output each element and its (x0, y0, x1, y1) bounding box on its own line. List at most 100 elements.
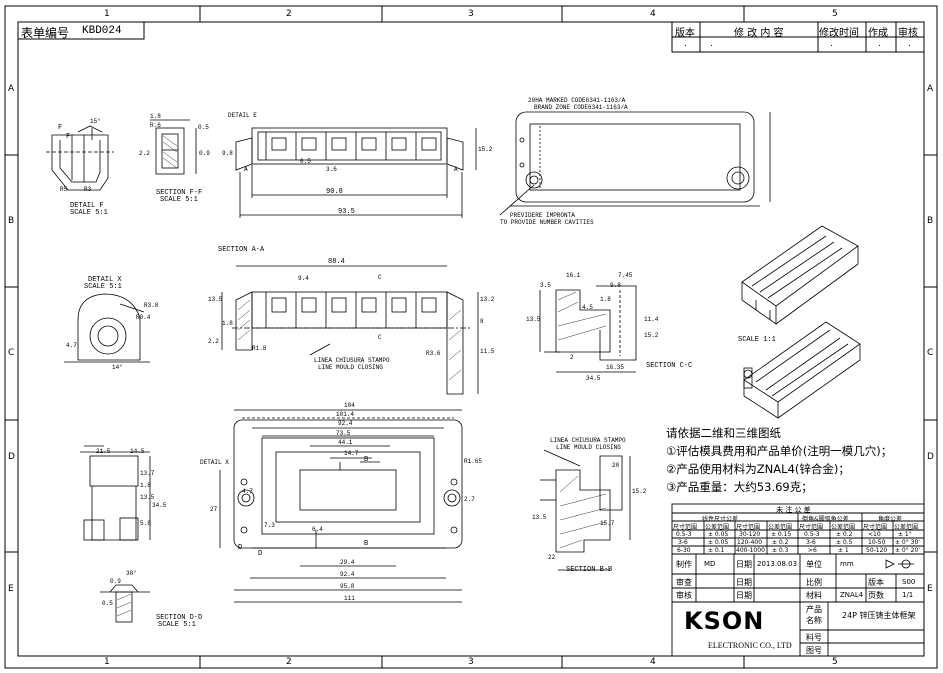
tb-unit-value: mm (840, 560, 854, 568)
section-ff-scale: SCALE 5:1 (160, 196, 198, 204)
section-dd-title: SECTION D-D (156, 614, 203, 622)
side-dim-4: 1.8 (140, 482, 151, 489)
section-bb-note-2: LINE MOULD CLOSING (556, 444, 621, 451)
tol-r3-c8: ± 0° 20' (895, 547, 920, 554)
section-cc-dim-8: 11.4 (644, 316, 659, 323)
form-code: KBD024 (82, 25, 122, 37)
grid-row-b: B (8, 216, 15, 226)
plan-dim-12: 92.4 (340, 571, 355, 578)
tol-r3-c5: >6 (808, 547, 817, 554)
side-dim-1: 21.5 (96, 448, 111, 455)
section-cc-dim-4: 3.5 (540, 282, 551, 289)
detail-f-dim-f2: F (66, 133, 71, 141)
grid-col-2-bottom: 2 (286, 657, 292, 667)
side-dim-7: 5.8 (140, 520, 151, 527)
front-view-note-2: BRAND ZONE CODE6341-1163/A (534, 104, 628, 111)
detail-x-dim-2: R0.4 (136, 314, 151, 321)
section-aa-dim-11: 11.5 (480, 348, 495, 355)
tol-r2-c2: ± 0.05 (708, 539, 729, 546)
tb-product-label: 产品名称 (806, 605, 822, 625)
tb-part-no-label: 料号 (806, 633, 822, 642)
tb-material-label: 材料 (806, 591, 822, 600)
section-cc-dim-2: 7.45 (618, 272, 633, 279)
top-view-section-a2: A (454, 166, 458, 173)
plan-dim-15: 2.7 (464, 496, 475, 503)
plan-dim-10: 6.4 (312, 526, 323, 533)
company-logo: KSON (684, 607, 765, 635)
grid-row-a: A (8, 84, 15, 94)
tol-r3-c7: 50-120 (866, 547, 888, 554)
section-aa-dim-8: R1.8 (252, 345, 267, 352)
tb-unit-label: 单位 (806, 560, 822, 569)
tol-r2-c7: 10-50 (868, 539, 886, 546)
section-ff-dim-5: R.6 (150, 122, 161, 129)
section-bb-dim-5: 15.7 (600, 520, 615, 527)
section-aa-dim-4: C (378, 334, 382, 341)
tol-r1-c6: ± 0.2 (836, 531, 853, 538)
tol-col-2: 公差范围 (705, 524, 730, 531)
tol-col-7: 尺寸范围 (863, 524, 888, 531)
detail-f-dim-f1: F (58, 124, 63, 132)
detail-x-dim-1: R3.8 (144, 302, 159, 309)
top-view-dim-3: 3.6 (326, 166, 337, 173)
side-dim-6: 34.5 (152, 502, 167, 509)
plan-dim-1: 104 (344, 402, 355, 409)
section-aa-dim-2: 9.4 (298, 275, 309, 282)
detail-e-label: DETAIL E (228, 112, 257, 119)
top-view-dim-6: 93.5 (338, 208, 355, 216)
detail-x-title: DETAIL X (88, 276, 122, 284)
tol-r3-c1: 6-30 (677, 547, 691, 554)
section-aa-note-1: LINEA CHIUSURA STAMPO (314, 357, 390, 364)
detail-f-dim-r3: R3 (84, 186, 92, 193)
section-aa-dim-6: 1.8 (222, 320, 233, 327)
tb-made-value: MD (704, 560, 716, 568)
section-bb-dim-3: 22 (548, 554, 556, 561)
grid-row-c: C (8, 348, 15, 358)
grid-col-1: 1 (104, 9, 110, 19)
rev-cell-content: . (710, 39, 713, 49)
section-cc-dim-1: 16.1 (566, 272, 581, 279)
section-aa-title: SECTION A-A (218, 246, 265, 254)
top-view-dim-5: 90.8 (326, 188, 343, 196)
tb-approve-date-label: 日期 (736, 591, 752, 600)
tb-version-value: S00 (902, 578, 916, 586)
tol-r3-c4: ± 0.3 (772, 547, 789, 554)
detail-x-dim-3: 4.7 (66, 342, 77, 349)
grid-row-e: E (8, 584, 14, 594)
company-name: ELECTRONIC CO., LTD (708, 641, 792, 650)
section-cc-dim-5: 1.8 (600, 296, 611, 303)
tol-col-6: 公差范围 (831, 524, 856, 531)
plan-section-b2: B (364, 540, 369, 548)
tol-title: 未 注 公 差 (776, 506, 811, 514)
tol-r1-c4: ± 0.15 (771, 531, 792, 538)
plan-detail-x: DETAIL X (200, 459, 229, 466)
rev-header-review: 审核 (898, 28, 918, 39)
section-aa-dim-9: R3.6 (426, 350, 441, 357)
rev-cell-version: . (684, 39, 687, 49)
tol-r3-c3: 400-1000 (736, 547, 765, 554)
tol-group-angle: 角度公差 (878, 516, 903, 523)
tol-col-3: 尺寸范围 (736, 524, 761, 531)
iso-scale-label: SCALE 1:1 (738, 336, 776, 344)
tol-r1-c1: 0.5-3 (676, 531, 692, 538)
plan-dim-9: 7.3 (264, 522, 275, 529)
section-dd-dim-3: 0.5 (102, 600, 113, 607)
tol-col-1: 尺寸范围 (673, 524, 698, 531)
section-cc-dim-7: 13.5 (526, 316, 541, 323)
tol-group-chamfer: 倒角&圆弧角公差 (802, 516, 849, 523)
grid-col-5-bottom: 5 (832, 657, 838, 667)
top-view-dim-1: 9.8 (222, 150, 233, 157)
top-view-section-a1: A (244, 166, 248, 173)
plan-dim-11: 29.4 (340, 559, 355, 566)
tb-check-date-label: 日期 (736, 578, 752, 587)
plan-dim-4: 73.5 (336, 430, 351, 437)
plan-dim-5: 44.1 (338, 439, 353, 446)
section-cc-dim-12: 2 (570, 354, 574, 361)
rev-header-author: 作成 (868, 28, 888, 39)
tol-r2-c3: 120-400 (737, 539, 763, 546)
grid-row-d: D (8, 452, 15, 462)
rev-header-time: 修改时间 (819, 28, 859, 39)
tol-r3-c2: ± 0.1 (708, 547, 725, 554)
